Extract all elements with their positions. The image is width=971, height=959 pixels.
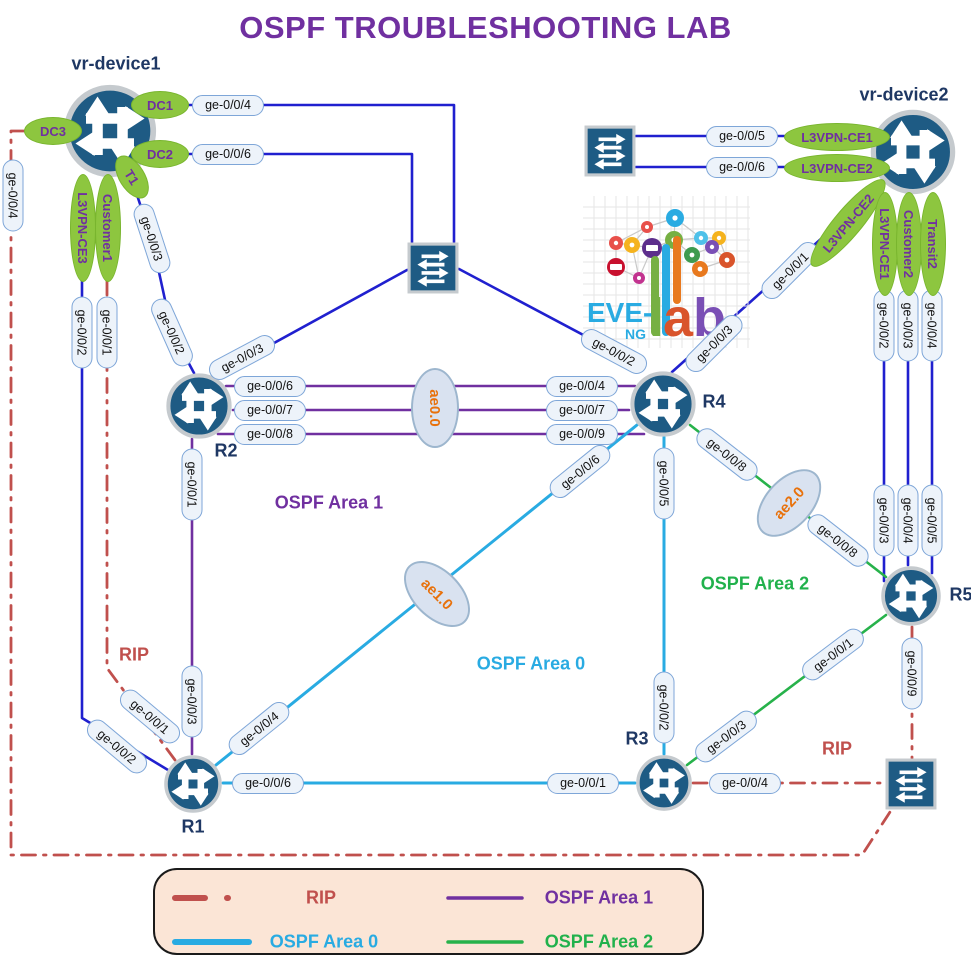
interface-pill: ge-0/0/4 [546,375,618,397]
interface-pill: ge-0/0/7 [546,399,618,421]
router-icon [880,565,942,627]
switch-bottom-right[interactable] [885,758,937,810]
interface-pill: ge-0/0/7 [234,399,306,421]
router-label-R3: R3 [625,728,649,749]
eve-ng-logo: EVE- NG l a b [583,196,750,348]
node-tag-l3vpn-ce2: L3VPN-CE2 [784,154,890,182]
router-icon [163,754,223,814]
interface-pill: ge-0/0/1 [96,296,118,368]
interface-pill: ge-0/0/6 [234,375,306,397]
router-icon [635,754,693,812]
area-label-rip: RIP [118,644,150,665]
switch-icon [584,125,636,177]
area-label-ospf-area-1: OSPF Area 1 [274,492,384,513]
router-R3[interactable] [635,754,693,812]
router-label-R4: R4 [702,391,726,412]
interface-pill: ge-0/0/3 [873,484,895,556]
router-label-R1: R1 [181,816,205,837]
router-R4[interactable] [629,370,697,438]
interface-pill: ge-0/0/4 [709,772,781,794]
interface-pill: ge-0/0/6 [192,143,264,165]
legend-area1-line-sample [446,896,524,900]
link-vrd1-ge006-switch [185,152,414,244]
router-R5[interactable] [880,565,942,627]
logo-ng-text: NG [625,326,646,342]
node-tag-l3vpn-ce1: L3VPN-CE1 [872,192,898,296]
router-icon [629,370,697,438]
router-R1[interactable] [163,754,223,814]
interface-pill: ge-0/0/3 [181,665,203,737]
interface-pill: ge-0/0/2 [653,671,675,743]
interface-pill: ge-0/0/4 [192,94,264,116]
interface-pill: ge-0/0/4 [2,159,24,231]
interface-pill: ge-0/0/6 [706,156,778,178]
switch-mid[interactable] [407,242,459,294]
area-label-rip: RIP [821,738,853,759]
router-label-R2: R2 [214,440,238,461]
switch-icon [407,242,459,294]
router-R2[interactable] [165,372,233,440]
node-tag-customer1: Customer1 [95,174,121,282]
legend-area0-line-sample [172,939,252,945]
page-title: OSPF TROUBLESHOOTING LAB [239,10,732,45]
node-tag-l3vpn-ce1: L3VPN-CE1 [784,123,890,151]
legend-area0-label: OSPF Area 0 [269,931,379,952]
node-tag-customer2: Customer2 [896,192,922,296]
area-label-ospf-area-0: OSPF Area 0 [476,653,586,674]
legend-area1-label: OSPF Area 1 [544,887,654,908]
interface-pill: ge-0/0/2 [71,296,93,368]
ae-bundle-ae0.0: ae0.0 [411,368,459,448]
node-tag-transit2: Transit2 [920,192,946,296]
area-label-ospf-area-2: OSPF Area 2 [700,573,810,594]
interface-pill: ge-0/0/9 [546,423,618,445]
legend-rip-line-sample [172,895,252,901]
legend-area2-line-sample [446,940,524,944]
interface-pill: ge-0/0/4 [897,484,919,556]
interface-pill: ge-0/0/2 [873,289,895,361]
interface-pill: ge-0/0/6 [232,772,304,794]
switch-icon [885,758,937,810]
router-label-vr-device1: vr-device1 [71,53,161,74]
interface-pill: ge-0/0/8 [234,423,306,445]
node-tag-dc2: DC2 [131,140,189,168]
interface-pill: ge-0/0/5 [921,484,943,556]
interface-pill: ge-0/0/1 [181,448,203,520]
logo-eve-text: EVE- [587,297,652,328]
legend-rip-label: RIP [305,887,337,908]
link-vrd1-ge004-switch [185,103,456,244]
router-icon [165,372,233,440]
router-label-R5: R5 [949,584,971,605]
legend: RIP OSPF Area 1 OSPF Area 0 OSPF Area 2 [153,868,704,955]
switch-top-right[interactable] [584,125,636,177]
node-tag-l3vpn-ce3: L3VPN-CE3 [70,174,96,282]
interface-pill: ge-0/0/3 [897,289,919,361]
interface-pill: ge-0/0/5 [653,447,675,519]
node-tag-dc3: DC3 [24,117,82,145]
interface-pill: ge-0/0/1 [547,772,619,794]
interface-pill: ge-0/0/9 [901,637,923,709]
logo-lab-l: l [649,288,664,348]
router-label-vr-device2: vr-device2 [859,84,949,105]
legend-area2-label: OSPF Area 2 [544,931,654,952]
link-rip-dc3-loop [9,129,892,857]
logo-lab-a: a [663,288,694,348]
logo-tree [651,236,681,336]
node-tag-dc1: DC1 [131,91,189,119]
interface-pill: ge-0/0/5 [706,125,778,147]
interface-pill: ge-0/0/4 [921,289,943,361]
